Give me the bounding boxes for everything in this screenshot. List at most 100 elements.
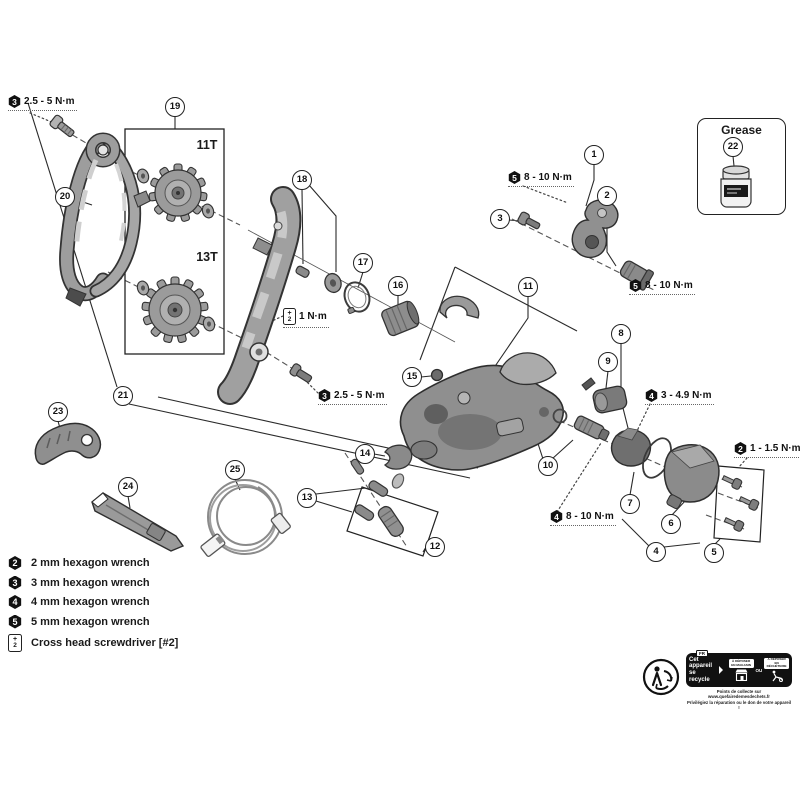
torque-leader-lines xyxy=(29,112,748,513)
callout-number-label: 8 xyxy=(618,328,624,340)
callout-number-label: 15 xyxy=(406,371,418,383)
cable-clip xyxy=(581,377,596,391)
grease-jar xyxy=(720,165,752,208)
grease-box: Grease xyxy=(697,118,786,215)
o-ring xyxy=(552,408,568,424)
torque-value: 2.5 - 5 N·m xyxy=(24,96,75,107)
hexagon-wrench-size-badge: 3 xyxy=(8,575,22,590)
screwdriver-size: 2 xyxy=(13,642,17,650)
legend-row: 4 + 4 mm hexagon wrench xyxy=(8,595,178,609)
legend-row: 2 + 2 mm hexagon wrench xyxy=(8,556,178,570)
callout-number: 21 xyxy=(113,386,133,406)
callout-number-label: 1 xyxy=(591,149,597,161)
callout-number-label: 11 xyxy=(522,281,534,293)
callout-number: 7 xyxy=(620,494,640,514)
legend-row: +2 Cross head screwdriver [#2] xyxy=(8,634,178,652)
plug-tool xyxy=(91,492,185,552)
store-column-header: À DÉPOSER EN MAGASIN xyxy=(728,659,754,668)
info-tri-panel: FR Cet appareil se recycle À DÉPOSER EN … xyxy=(686,650,794,710)
or-text: OU xyxy=(755,667,763,673)
torque-value: 2.5 - 5 N·m xyxy=(334,390,385,401)
callout-number-label: 16 xyxy=(392,280,404,292)
callout-number-label: 10 xyxy=(542,460,554,472)
cross-head-screwdriver-icon: +2 xyxy=(8,634,22,652)
callout-number-label: 5 xyxy=(711,547,717,559)
bracket-axle-bolt xyxy=(619,260,654,291)
callout-number-label: 23 xyxy=(52,406,64,418)
torque-value: 1 - 1.5 N·m xyxy=(750,443,800,454)
legend-text: 2 mm hexagon wrench xyxy=(31,557,150,569)
guide-pulley-11t xyxy=(148,163,208,223)
torque-label: 3 + 2.5 - 5 N·m xyxy=(8,95,77,111)
torque-label: 4 + 3 - 4.9 N·m xyxy=(645,389,714,405)
legend-text: 5 mm hexagon wrench xyxy=(31,615,150,628)
screwdriver-size: 2 xyxy=(287,315,292,323)
cable-adjuster-box xyxy=(346,486,439,557)
torque-value: 8 - 10 N·m xyxy=(645,280,693,291)
torque-label: 3 + 2.5 - 5 N·m xyxy=(318,389,387,405)
callout-number: 14 xyxy=(355,444,375,464)
cover-screws-box xyxy=(713,465,765,543)
grease-box-title: Grease xyxy=(721,123,762,137)
pulley-teeth-label: 11T xyxy=(196,138,218,152)
pulley-washers xyxy=(136,168,216,332)
callout-number: 10 xyxy=(538,456,558,476)
pulley-teeth-label: 13T xyxy=(196,250,218,264)
callout-number-label: 17 xyxy=(357,257,369,269)
recycle-footer-line2: Privilégiez la réparation ou le don de v… xyxy=(686,699,792,711)
tool-legend: 2 + 2 mm hexagon wrench 3 + 3 mm hexagon… xyxy=(8,556,178,652)
info-tri-black-box: Cet appareil se recycle À DÉPOSER EN MAG… xyxy=(686,653,792,687)
callout-number-label: 9 xyxy=(605,356,611,368)
torque-value: 8 - 10 N·m xyxy=(524,172,572,183)
hexagon-wrench-size-badge: 2 xyxy=(734,442,747,455)
electric-wire-coil xyxy=(200,479,291,557)
callout-number-label: 14 xyxy=(359,448,371,460)
torque-label: 4 + 8 - 10 N·m xyxy=(550,510,616,526)
callout-number: 23 xyxy=(48,402,68,422)
store-icon xyxy=(735,669,748,681)
recycling-drop-off-icon xyxy=(772,670,783,683)
callout-number-label: 4 xyxy=(653,546,659,558)
callout-number-label: 13 xyxy=(301,492,313,504)
axle-cap xyxy=(381,300,420,337)
cage-screw xyxy=(49,114,75,138)
torque-label: 5 + 8 - 10 N·m xyxy=(508,171,574,187)
callout-number: 19 xyxy=(165,97,185,117)
callout-number: 5 xyxy=(704,543,724,563)
callout-number: 4 xyxy=(646,542,666,562)
callout-number: 11 xyxy=(518,277,538,297)
body-bolt xyxy=(430,368,444,382)
legend-text: 3 mm hexagon wrench xyxy=(31,576,150,589)
callout-number-label: 7 xyxy=(627,498,633,510)
arrow-icon xyxy=(718,666,727,674)
torque-value: 1 N·m xyxy=(299,311,327,322)
snap-ring xyxy=(343,281,371,314)
hexagon-wrench-size-badge: 2 xyxy=(8,556,22,570)
adjuster-barrel xyxy=(350,458,404,537)
callout-number: 25 xyxy=(225,460,245,480)
recycle-footer: Points de collecte sur www.quefairedemes… xyxy=(686,689,792,710)
callout-number-label: 12 xyxy=(429,541,441,553)
callout-number-label: 19 xyxy=(169,101,181,113)
fr-tab: FR xyxy=(696,650,708,658)
plate-bolt xyxy=(289,363,313,383)
callout-number-label: 3 xyxy=(497,213,503,225)
hexagon-wrench-size-badge: 3 xyxy=(8,95,21,108)
callout-number: 17 xyxy=(353,253,373,273)
callout-number: 18 xyxy=(292,170,312,190)
torque-label: +2 1 N·m xyxy=(283,308,329,328)
inner-cage-plate xyxy=(217,186,302,405)
callout-number: 20 xyxy=(55,187,75,207)
callout-number-label: 22 xyxy=(727,141,739,153)
callout-number-label: 2 xyxy=(604,190,610,202)
hexagon-wrench-size-badge: 4 xyxy=(8,595,22,609)
cross-glyph: + xyxy=(287,309,292,317)
cross-head-screwdriver-icon: +2 xyxy=(283,308,296,325)
legend-row: 3 + 3 mm hexagon wrench xyxy=(8,575,178,590)
bracket-axle-unit xyxy=(571,199,619,259)
triman-recycle-icon xyxy=(642,658,680,696)
outer-cage-plate xyxy=(59,132,151,307)
hexagon-wrench-size-badge: 3 xyxy=(318,389,331,402)
callout-number-label: 25 xyxy=(229,464,241,476)
